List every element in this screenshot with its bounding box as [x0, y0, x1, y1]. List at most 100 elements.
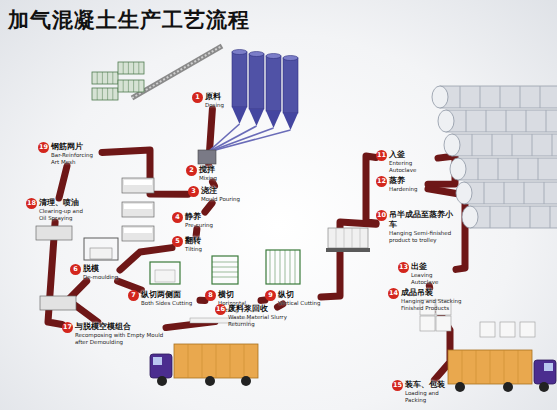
- callout-number: 12: [376, 176, 387, 187]
- container-rib: [518, 350, 519, 384]
- step-name: 成品吊装: [401, 288, 476, 298]
- autoclave-ring: [510, 206, 511, 228]
- cab-window: [544, 363, 553, 371]
- feed-pipe: [208, 128, 274, 152]
- mesh-bar: [102, 72, 103, 84]
- vertical-cutter: [266, 250, 300, 284]
- step-name-english: Mixing: [199, 175, 217, 182]
- callout-number: 15: [392, 380, 403, 391]
- trolley: [326, 248, 370, 252]
- mesh-bar: [112, 72, 113, 84]
- mesh-bar: [123, 62, 124, 74]
- truck-wheel: [241, 376, 251, 386]
- autoclave-ring: [512, 134, 513, 156]
- step-text: 与脱模空模组合Recomposing with Empty Mould afte…: [75, 322, 166, 346]
- silo: [283, 58, 298, 113]
- step-name-english: De-moulding: [83, 274, 118, 281]
- autoclave-ring: [498, 158, 499, 180]
- process-step: 16废料浆回收Waste Material Slurry Returning: [215, 304, 307, 328]
- autoclave: [470, 206, 557, 228]
- autoclave-ring: [526, 110, 527, 132]
- silo-top: [266, 54, 281, 59]
- callout-number: 17: [62, 322, 73, 333]
- process-step: 15装车、包装Loading and Packing: [392, 380, 456, 404]
- horizontal-cutter: [212, 256, 238, 284]
- step-name: 钢筋网片: [51, 142, 102, 152]
- green-cake: [90, 248, 112, 259]
- mesh-bar: [138, 80, 139, 92]
- process-step: 2搅拌Mixing: [186, 165, 230, 182]
- step-text: 浇注Mould Pouring: [201, 186, 240, 203]
- autoclave-ring: [552, 134, 553, 156]
- conveyor-line: [193, 229, 201, 236]
- autoclave-door: [444, 134, 460, 156]
- autoclave-ring: [518, 158, 519, 180]
- step-name: 脱模: [83, 264, 118, 274]
- autoclave-ring: [460, 86, 461, 108]
- step-name-english: Hanging Semi-finished product to trolley: [389, 230, 460, 244]
- empty-mould: [40, 296, 76, 310]
- cutting-wire: [212, 277, 238, 278]
- process-step: 1原料Dosing: [192, 92, 234, 109]
- conveyor-line: [321, 222, 376, 297]
- mesh-bar: [102, 88, 103, 100]
- container-rib: [504, 350, 505, 384]
- autoclave-door: [456, 182, 472, 204]
- cake: [155, 270, 175, 282]
- title: 加气混凝土生产工艺流程: [8, 6, 250, 34]
- mould: [122, 226, 154, 241]
- cutting-wire: [285, 250, 286, 284]
- truck-wheel: [157, 376, 167, 386]
- autoclave-ring: [546, 110, 547, 132]
- side-cutter: [150, 262, 180, 284]
- step-text: 成品吊装Hanging and Stacking Finished Produc…: [401, 288, 476, 312]
- cake: [124, 228, 152, 233]
- process-step: 5翻转Tilting: [172, 236, 218, 253]
- mixer: [198, 150, 216, 164]
- step-text: 翻转Tilting: [185, 236, 202, 253]
- silo-top: [232, 50, 247, 55]
- step-text: 清理、喷油Clearing-up and Oil Spraying: [39, 198, 86, 222]
- process-step: 10吊半成品至蒸养小车Hanging Semi-finished product…: [376, 210, 460, 244]
- rebar-mesh: [92, 88, 118, 100]
- process-step: 14成品吊装Hanging and Stacking Finished Prod…: [388, 288, 476, 312]
- mesh-bar: [128, 80, 129, 92]
- step-text: 吊半成品至蒸养小车Hanging Semi-finished product t…: [389, 210, 460, 244]
- silo-cone: [266, 111, 281, 128]
- callout-number: 6: [70, 264, 81, 275]
- silo: [266, 56, 281, 111]
- step-text: 脱模De-moulding: [83, 264, 118, 281]
- conveyor-line: [213, 182, 215, 186]
- autoclave-ring: [544, 182, 545, 204]
- step-name-english: Hanging and Stacking Finished Products: [401, 298, 476, 312]
- conveyor-line: [120, 248, 172, 270]
- mesh-bar: [138, 62, 139, 74]
- container-rib: [188, 344, 189, 378]
- silo-top: [249, 52, 264, 57]
- step-name: 装车、包装: [405, 380, 456, 390]
- step-name-english: Recomposing with Empty Mould after Demou…: [75, 332, 166, 346]
- autoclave-door: [450, 158, 466, 180]
- step-name-english: Hardening: [389, 186, 418, 193]
- step-text: 蒸养Hardening: [389, 176, 418, 193]
- mesh-bar: [133, 80, 134, 92]
- block-line: [352, 228, 353, 248]
- product-stack: [420, 316, 435, 331]
- silo-cone: [283, 113, 298, 130]
- callout-number: 13: [398, 262, 409, 273]
- cutting-wire: [212, 267, 238, 268]
- step-name-english: Bar-Reinforcing Art Mesh: [51, 152, 102, 166]
- container-rib: [202, 344, 203, 378]
- block-line: [336, 228, 337, 248]
- autoclave: [452, 134, 557, 156]
- step-text: 纵切两侧面Both Sides Cutting: [141, 290, 192, 307]
- mould: [122, 178, 154, 193]
- autoclave-ring: [472, 134, 473, 156]
- empty-mould: [36, 226, 72, 240]
- truck-cab: [534, 360, 556, 384]
- callout-number: 10: [376, 210, 387, 221]
- cab-window: [153, 357, 162, 365]
- mesh-bar: [112, 88, 113, 100]
- step-name: 纵切: [278, 290, 320, 300]
